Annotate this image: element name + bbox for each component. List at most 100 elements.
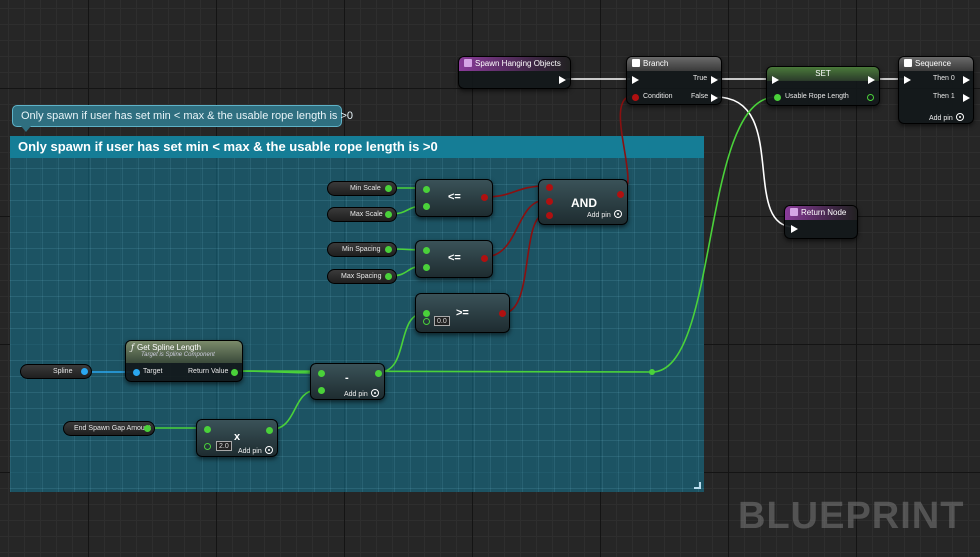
event-node-title: Spawn Hanging Objects bbox=[475, 59, 561, 68]
blueprint-watermark: BLUEPRINT bbox=[738, 495, 965, 537]
ge-operator-label: >= bbox=[456, 307, 469, 319]
and-c-pin[interactable] bbox=[546, 212, 553, 219]
branch-true-exec-pin[interactable] bbox=[711, 76, 718, 84]
and-operator-label: AND bbox=[571, 196, 597, 210]
min-scale-label: Min Scale bbox=[350, 185, 381, 192]
branch-false-exec-pin[interactable] bbox=[711, 94, 718, 102]
greater-equal-node[interactable]: 0.0 >= bbox=[415, 293, 510, 333]
branch-exec-in-pin[interactable] bbox=[632, 76, 639, 84]
branch-node-title: Branch bbox=[643, 59, 669, 68]
max-spacing-variable[interactable]: Max Spacing bbox=[327, 269, 397, 284]
set-node-header: SET bbox=[767, 67, 879, 81]
set-value-out-pin[interactable] bbox=[867, 94, 874, 101]
set-usable-rope-length-node[interactable]: SET Usable Rope Length bbox=[766, 66, 880, 106]
comment-bubble[interactable]: Only spawn if user has set min < max & t… bbox=[12, 105, 353, 132]
min-scale-variable[interactable]: Min Scale bbox=[327, 181, 397, 196]
spline-label: Spline bbox=[53, 368, 73, 375]
get-spline-length-subtitle: Target is Spline Component bbox=[141, 352, 215, 358]
and-add-pin-label: Add pin bbox=[587, 212, 611, 219]
return-node[interactable]: Return Node bbox=[784, 205, 858, 239]
spline-out-pin[interactable] bbox=[81, 368, 88, 375]
branch-node[interactable]: Branch Condition True False bbox=[626, 56, 722, 105]
multiply-b-pin[interactable] bbox=[204, 443, 211, 450]
and-out-pin[interactable] bbox=[617, 191, 624, 198]
end-spawn-gap-label: End Spawn Gap Amount bbox=[74, 425, 151, 432]
multiply-a-pin[interactable] bbox=[204, 426, 211, 433]
sequence-then1-pin[interactable] bbox=[963, 94, 970, 102]
event-icon bbox=[464, 59, 472, 67]
event-exec-out-pin[interactable] bbox=[559, 76, 566, 84]
get-spline-target-pin[interactable] bbox=[133, 369, 140, 376]
comment-header[interactable]: Only spawn if user has set min < max & t… bbox=[10, 136, 704, 158]
sequence-icon bbox=[904, 59, 912, 67]
multiply-out-pin[interactable] bbox=[266, 427, 273, 434]
max-scale-variable[interactable]: Max Scale bbox=[327, 207, 397, 222]
return-exec-in-pin[interactable] bbox=[791, 225, 798, 233]
function-icon: ƒ bbox=[131, 343, 134, 352]
and-node[interactable]: AND Add pin bbox=[538, 179, 628, 225]
multiply-node[interactable]: 2.0 x Add pin bbox=[196, 419, 278, 457]
end-spawn-gap-variable[interactable]: End Spawn Gap Amount bbox=[63, 421, 155, 436]
return-icon bbox=[790, 208, 798, 216]
set-exec-out-pin[interactable] bbox=[868, 76, 875, 84]
subtract-add-pin-button[interactable]: Add pin bbox=[344, 389, 379, 398]
add-pin-icon bbox=[613, 210, 622, 218]
sequence-exec-in-pin[interactable] bbox=[904, 76, 911, 84]
less-equal-node-scale[interactable]: <= bbox=[415, 179, 493, 217]
multiply-add-pin-button[interactable]: Add pin bbox=[238, 446, 273, 455]
ge-b-pin[interactable] bbox=[423, 318, 430, 325]
end-spawn-gap-out-pin[interactable] bbox=[144, 425, 151, 432]
multiply-value-field[interactable]: 2.0 bbox=[216, 441, 232, 451]
ge-out-pin[interactable] bbox=[499, 310, 506, 317]
return-node-header: Return Node bbox=[785, 206, 857, 220]
max-scale-out-pin[interactable] bbox=[385, 211, 392, 218]
branch-false-label: False bbox=[691, 93, 709, 100]
le2-b-pin[interactable] bbox=[423, 264, 430, 271]
sequence-node-title: Sequence bbox=[915, 59, 952, 68]
min-spacing-label: Min Spacing bbox=[342, 246, 381, 253]
le1-b-pin[interactable] bbox=[423, 203, 430, 210]
min-spacing-out-pin[interactable] bbox=[385, 246, 392, 253]
subtract-out-pin[interactable] bbox=[375, 370, 382, 377]
sequence-node[interactable]: Sequence Then 0 Then 1 Add pin bbox=[898, 56, 974, 124]
le1-a-pin[interactable] bbox=[423, 186, 430, 193]
min-scale-out-pin[interactable] bbox=[385, 185, 392, 192]
less-equal-node-spacing[interactable]: <= bbox=[415, 240, 493, 278]
ge-value-field[interactable]: 0.0 bbox=[434, 316, 450, 326]
multiply-add-pin-label: Add pin bbox=[238, 448, 262, 455]
subtract-b-pin[interactable] bbox=[318, 387, 325, 394]
set-value-in-pin[interactable] bbox=[774, 94, 781, 101]
sequence-then1-label: Then 1 bbox=[933, 93, 955, 100]
and-a-pin[interactable] bbox=[546, 184, 553, 191]
spawn-hanging-objects-event-node[interactable]: Spawn Hanging Objects bbox=[458, 56, 571, 89]
branch-true-label: True bbox=[693, 75, 708, 82]
le2-operator-label: <= bbox=[448, 252, 461, 264]
event-node-header: Spawn Hanging Objects bbox=[459, 57, 570, 71]
comment-resize-handle[interactable] bbox=[694, 482, 701, 489]
le1-out-pin[interactable] bbox=[481, 194, 488, 201]
comment-bubble-text: Only spawn if user has set min < max & t… bbox=[21, 110, 354, 122]
set-exec-in-pin[interactable] bbox=[772, 76, 779, 84]
subtract-a-pin[interactable] bbox=[318, 370, 325, 377]
min-spacing-variable[interactable]: Min Spacing bbox=[327, 242, 397, 257]
branch-condition-label: Condition bbox=[643, 93, 673, 100]
get-spline-return-pin[interactable] bbox=[231, 369, 238, 376]
and-add-pin-button[interactable]: Add pin bbox=[587, 210, 622, 219]
max-spacing-out-pin[interactable] bbox=[385, 273, 392, 280]
branch-node-header: Branch bbox=[627, 57, 721, 71]
spline-variable[interactable]: Spline bbox=[20, 364, 92, 379]
add-pin-icon bbox=[955, 113, 964, 121]
exec-wire-branch-false-return bbox=[715, 96, 795, 228]
sequence-add-pin-button[interactable]: Add pin bbox=[929, 113, 964, 122]
subtract-node[interactable]: - Add pin bbox=[310, 363, 385, 400]
and-b-pin[interactable] bbox=[546, 198, 553, 205]
le2-out-pin[interactable] bbox=[481, 255, 488, 262]
branch-condition-pin[interactable] bbox=[632, 94, 639, 101]
sequence-then0-pin[interactable] bbox=[963, 76, 970, 84]
le2-a-pin[interactable] bbox=[423, 247, 430, 254]
ge-a-pin[interactable] bbox=[423, 310, 430, 317]
max-scale-label: Max Scale bbox=[350, 211, 383, 218]
